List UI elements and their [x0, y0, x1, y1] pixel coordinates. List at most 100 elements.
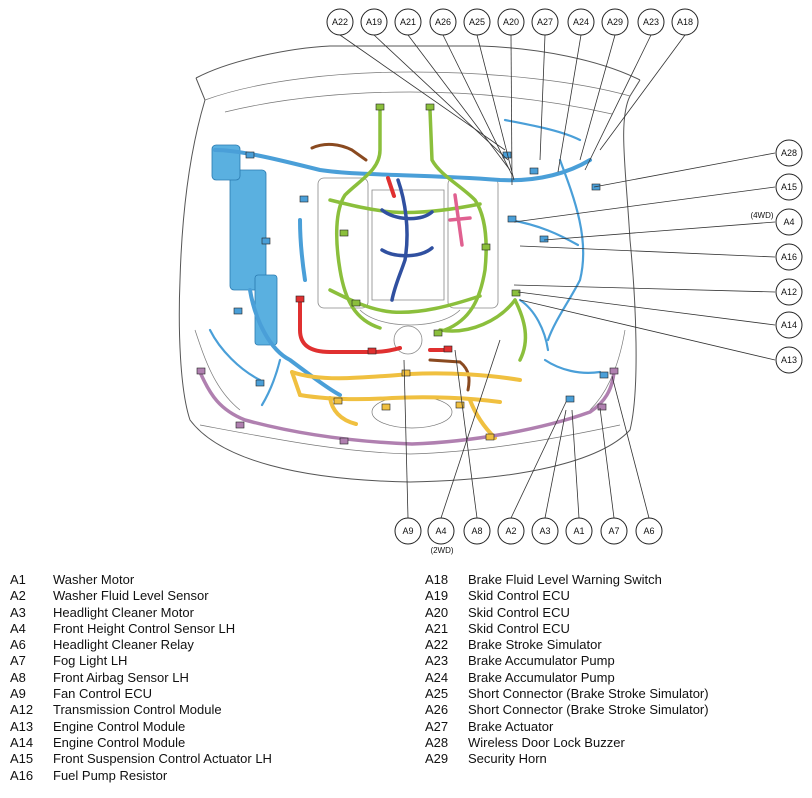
- legend-row: A22 Brake Stroke Simulator: [425, 637, 805, 653]
- legend-code: A6: [10, 637, 26, 653]
- legend-code: A29: [425, 751, 449, 767]
- legend-row: A23 Brake Accumulator Pump: [425, 653, 805, 669]
- legend-row: A4 Front Height Control Sensor LH: [10, 621, 410, 637]
- legend-code: A22: [425, 637, 449, 653]
- svg-text:A27: A27: [537, 17, 553, 27]
- svg-text:A18: A18: [677, 17, 693, 27]
- svg-text:A12: A12: [781, 287, 797, 297]
- legend-row: A12 Transmission Control Module: [10, 702, 410, 718]
- callout-a9: A9: [394, 517, 422, 545]
- svg-text:A8: A8: [471, 526, 482, 536]
- callout-a4-4wd: A4: [775, 208, 803, 236]
- legend-desc: Engine Control Module: [53, 734, 186, 750]
- legend-desc: Front Height Control Sensor LH: [53, 620, 236, 636]
- callout-a28: A28: [775, 139, 803, 167]
- callout-a2: A2: [497, 517, 525, 545]
- legend-row: A18 Brake Fluid Level Warning Switch: [425, 572, 805, 588]
- legend-row: A15 Front Suspension Control Actuator LH: [10, 751, 410, 767]
- callout-a18: A18: [671, 8, 699, 36]
- legend-code: A9: [10, 686, 26, 702]
- callout-a7: A7: [600, 517, 628, 545]
- legend-code: A23: [425, 653, 449, 669]
- engine-block: [317, 177, 499, 355]
- svg-text:A7: A7: [608, 526, 619, 536]
- legend-row: A6 Headlight Cleaner Relay: [10, 637, 410, 653]
- legend-code: A2: [10, 588, 26, 604]
- legend-desc: Fuel Pump Resistor: [53, 767, 168, 783]
- note-2wd: (2WD): [430, 546, 453, 555]
- legend-row: A16 Fuel Pump Resistor: [10, 768, 410, 784]
- svg-text:A29: A29: [607, 17, 623, 27]
- legend-code: A14: [10, 734, 34, 750]
- callout-a25: A25: [463, 8, 491, 36]
- callouts-right: A28 A15 (4WD) A4 A16 A12 A14 A13: [750, 139, 803, 374]
- legend-code: A21: [425, 620, 449, 636]
- svg-text:A9: A9: [402, 526, 413, 536]
- callout-a12: A12: [775, 278, 803, 306]
- legend-code: A8: [10, 669, 26, 685]
- legend-code: A4: [10, 620, 26, 636]
- legend-code: A12: [10, 702, 34, 718]
- legend-code: A13: [10, 718, 34, 734]
- svg-text:A13: A13: [781, 355, 797, 365]
- legend-desc: Washer Motor: [53, 572, 135, 587]
- legend-code: A27: [425, 718, 449, 734]
- callout-a8: A8: [463, 517, 491, 545]
- svg-text:A19: A19: [366, 17, 382, 27]
- callout-a26: A26: [429, 8, 457, 36]
- legend-desc: Wireless Door Lock Buzzer: [468, 734, 625, 750]
- legend-code: A7: [10, 653, 26, 669]
- legend-code: A16: [10, 767, 34, 783]
- callout-a20: A20: [497, 8, 525, 36]
- legend-code: A26: [425, 702, 449, 718]
- legend-desc: Washer Fluid Level Sensor: [53, 588, 209, 604]
- callout-a14: A14: [775, 311, 803, 339]
- svg-text:A22: A22: [332, 17, 348, 27]
- svg-text:A20: A20: [503, 17, 519, 27]
- callout-a4-2wd: A4: [427, 517, 455, 545]
- legend-desc: Skid Control ECU: [468, 588, 570, 604]
- legend-desc: Transmission Control Module: [53, 702, 222, 718]
- callout-a27: A27: [531, 8, 559, 36]
- legend-desc: Short Connector (Brake Stroke Simulator): [468, 686, 709, 702]
- legend-desc: Front Suspension Control Actuator LH: [53, 751, 272, 767]
- callout-a22: A22: [326, 8, 354, 36]
- svg-text:A24: A24: [573, 17, 589, 27]
- legend-row: A14 Engine Control Module: [10, 735, 410, 751]
- note-4wd: (4WD): [750, 211, 773, 220]
- legend-row: A2 Washer Fluid Level Sensor: [10, 588, 410, 604]
- callouts-top: A22 A19 A21 A26 A25 A20 A27 A24 A29 A23 …: [326, 8, 699, 36]
- legend-code: A15: [10, 751, 34, 767]
- leader-lines: [339, 34, 776, 519]
- svg-text:A15: A15: [781, 182, 797, 192]
- legend-desc: Brake Accumulator Pump: [468, 669, 615, 685]
- legend-desc: Brake Stroke Simulator: [468, 637, 602, 653]
- legend-desc: Headlight Cleaner Relay: [53, 637, 194, 653]
- legend-desc: Fog Light LH: [53, 653, 128, 669]
- engine-harness-diagram: A22 A19 A21 A26 A25 A20 A27 A24 A29 A23 …: [178, 8, 803, 555]
- legend-code: A20: [425, 604, 449, 620]
- callout-a15: A15: [775, 173, 803, 201]
- legend-desc: Fan Control ECU: [53, 686, 152, 702]
- legend-desc: Brake Fluid Level Warning Switch: [468, 572, 662, 587]
- callouts-bottom: A9 A4 (2WD) A8 A2 A3 A1 A7 A6: [394, 517, 663, 555]
- legend-desc: Brake Accumulator Pump: [468, 653, 615, 669]
- legend-code: A18: [425, 572, 449, 587]
- legend-row: A7 Fog Light LH: [10, 653, 410, 669]
- callout-a29: A29: [601, 8, 629, 36]
- legend-desc: Headlight Cleaner Motor: [53, 604, 194, 620]
- callout-a19: A19: [360, 8, 388, 36]
- svg-text:A4: A4: [783, 217, 794, 227]
